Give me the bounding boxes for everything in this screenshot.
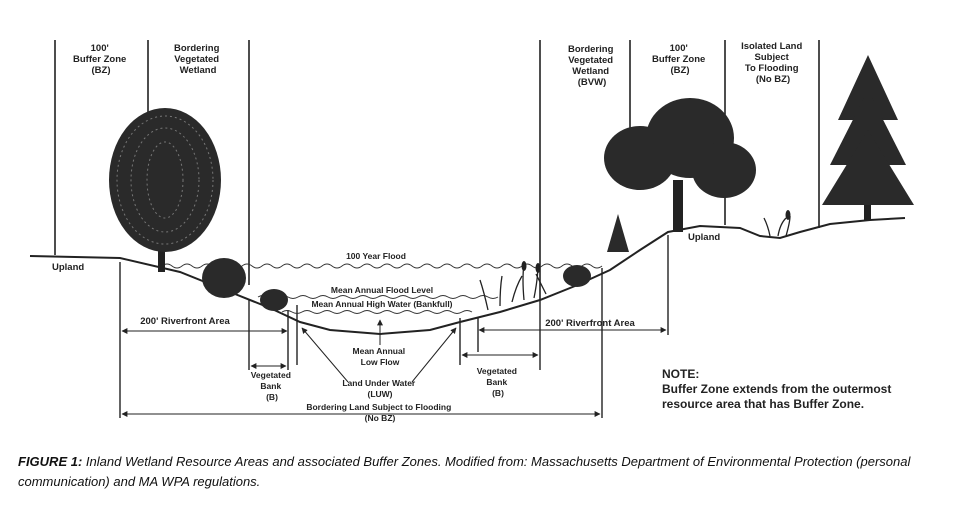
note-title: NOTE: (662, 367, 699, 381)
pine-tree-icon (822, 55, 914, 220)
mean-annual-flood-label: Mean Annual Flood Level (331, 285, 433, 295)
mean-annual-high-label: Mean Annual High Water (Bankfull) (311, 299, 452, 309)
zone-label-isolated: Isolated Land Subject To Flooding (No BZ… (741, 41, 805, 85)
shrub-icon-left-2 (260, 289, 288, 311)
mean-annual-high-line (281, 310, 473, 314)
cattail-heads-icon (521, 210, 791, 273)
zone-label-bvw-left: Bordering Vegetated Wetland (174, 43, 222, 76)
veg-bank-left-label: Vegetated Bank (B) (251, 370, 294, 402)
zone-label-bvw-right: Bordering Vegetated Wetland (BVW) (568, 44, 616, 88)
riverfront-right-label: 200' Riverfront Area (545, 318, 635, 329)
blsf-label: Bordering Land Subject to Flooding (No B… (306, 402, 453, 423)
note-line-2: resource area that has Buffer Zone. (662, 397, 864, 411)
veg-bank-right-label: Vegetated Bank (B) (477, 366, 520, 398)
upland-label-left: Upland (52, 262, 84, 273)
oak-tree-icon (604, 98, 756, 232)
small-conifer-icon (607, 214, 629, 252)
luw-arrow-right (411, 327, 457, 383)
dimension-arrows (121, 319, 667, 417)
zone-label-buffer-right: 100' Buffer Zone (BZ) (652, 43, 708, 76)
upland-label-right: Upland (688, 232, 720, 243)
shrub-icon-right-1 (563, 265, 591, 287)
zone-label-buffer-left: 100' Buffer Zone (BZ) (73, 43, 129, 76)
wetland-diagram: 100' Buffer Zone (BZ) Bordering Vegetate… (29, 40, 914, 423)
low-flow-label: Mean Annual Low Flow (353, 346, 408, 367)
flood-100-label: 100 Year Flood (346, 251, 406, 261)
luw-label: Land Under Water (LUW) (342, 378, 417, 399)
caption-label: FIGURE 1: (18, 454, 83, 469)
caption-text: Inland Wetland Resource Areas and associ… (18, 454, 911, 489)
note-line-1: Buffer Zone extends from the outermost (662, 382, 891, 396)
willow-tree-icon (109, 108, 221, 272)
luw-arrow-left (301, 327, 349, 383)
figure-caption: FIGURE 1: Inland Wetland Resource Areas … (18, 452, 953, 492)
extent-lines (119, 235, 669, 418)
shrub-icon-left-1 (202, 258, 246, 298)
riverfront-left-label: 200' Riverfront Area (140, 316, 230, 327)
mean-annual-flood-line (257, 295, 499, 299)
